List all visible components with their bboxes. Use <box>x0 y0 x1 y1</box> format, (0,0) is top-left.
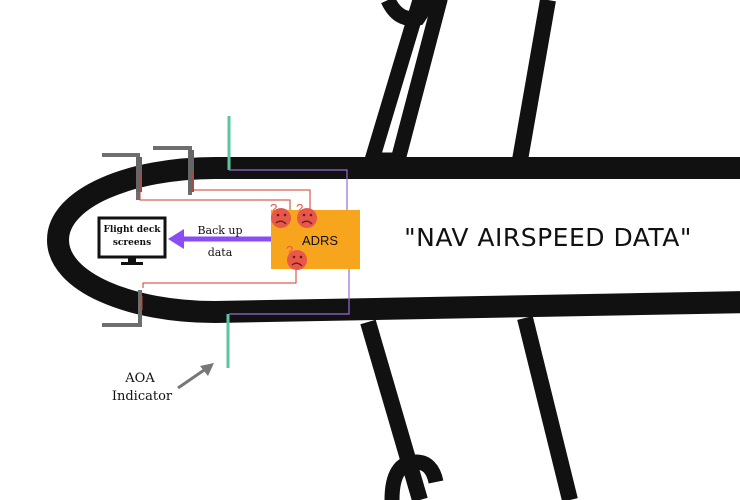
svg-text:?: ? <box>286 243 293 258</box>
pitot-probe-icon <box>102 146 194 327</box>
confused-face-icon: ? <box>286 243 307 270</box>
confused-face-icon: ? <box>296 201 317 228</box>
backup-data-label-2: data <box>208 246 233 259</box>
adrs-label: ADRS <box>302 233 338 248</box>
monitor-icon <box>97 216 167 265</box>
confused-face-icon: ? <box>270 201 291 228</box>
aoa-vane <box>226 116 231 368</box>
aoa-label-1: AOA <box>124 371 155 386</box>
upper-wing <box>364 0 556 168</box>
purple-wires <box>229 169 350 315</box>
svg-text:?: ? <box>296 201 303 216</box>
backup-data-label-1: Back up <box>197 224 242 237</box>
diagram-title: "NAV AIRSPEED DATA" <box>404 223 692 252</box>
svg-text:?: ? <box>270 201 277 216</box>
aoa-label-2: Indicator <box>112 389 173 404</box>
screen-label-2: screens <box>113 238 151 248</box>
lower-wing <box>360 316 578 500</box>
fuselage <box>47 157 740 323</box>
screen-label-1: Flight deck <box>103 225 161 235</box>
arrow-pointer-icon <box>177 363 214 390</box>
arrow-left-icon <box>168 229 271 249</box>
